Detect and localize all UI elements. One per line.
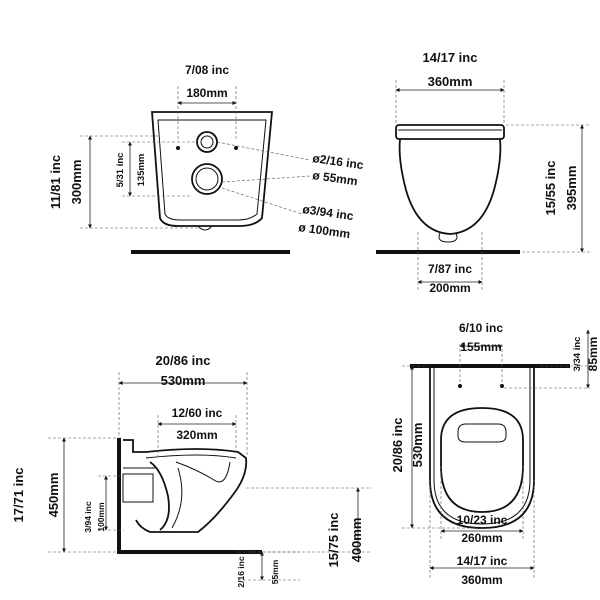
front-seat-rim: [395, 124, 505, 140]
rear-inner-outline: [157, 119, 267, 221]
side-section-view: 20/86 inc 530mm 12/60 inc 320mm 17/71 in…: [11, 353, 372, 588]
front-height-inc-label: 15/55 inc: [543, 161, 558, 216]
rear-outline: [151, 111, 273, 227]
inner-inc-label: 5/31 inc: [115, 153, 126, 188]
side-height-mm-label: 450mm: [46, 473, 61, 518]
plan-width-inc-label: 14/17 inc: [457, 554, 508, 568]
front-view: 14/17 inc 360mm 15/55 inc 395mm 7/87 inc…: [376, 50, 590, 295]
plan-hinge: [457, 423, 507, 443]
water-inlet-hole-inner: [200, 135, 214, 149]
bolt-hole-right: [234, 146, 238, 150]
waste-outlet-hole-inner: [195, 167, 219, 191]
plan-bolt-left: [458, 384, 462, 388]
side-floor-mm-label: 400mm: [349, 518, 364, 563]
rear-view: 7/08 inc 180mm 11/81 inc 300mm 5/31 inc …: [48, 63, 365, 254]
width-mm-label: 180mm: [186, 86, 227, 100]
inner-mm-label: 135mm: [136, 154, 147, 187]
front-base-inc-label: 7/87 inc: [428, 262, 472, 276]
water-inlet-hole: [196, 131, 218, 153]
front-bowl-outline: [398, 138, 502, 235]
side-bowl-trap: [149, 461, 170, 531]
bolt-hole-left: [176, 146, 180, 150]
plan-seat-mm-label: 260mm: [461, 531, 502, 545]
front-outlet: [438, 232, 458, 243]
side-offset-inc-label: 2/16 inc: [236, 556, 246, 587]
front-height-mm-label: 395mm: [564, 166, 579, 211]
side-outlet-mm-label: 100mm: [96, 502, 106, 532]
width-inc-label: 7/08 inc: [185, 63, 229, 77]
side-length-mm-label: 530mm: [161, 373, 206, 388]
plan-width-mm-label: 360mm: [461, 573, 502, 587]
small-hole-mm-label: ø 55mm: [312, 168, 359, 188]
side-length-inc-label: 20/86 inc: [156, 353, 211, 368]
side-offset-mm-label: 55mm: [270, 559, 280, 584]
plan-bolt-right: [500, 384, 504, 388]
plan-length-mm-label: 530mm: [410, 423, 425, 468]
front-base-mm-label: 200mm: [429, 281, 470, 295]
side-outlet-inc-label: 3/94 inc: [83, 501, 93, 532]
plan-top-inc-label: 3/34 inc: [572, 337, 583, 372]
front-width-inc-label: 14/17 inc: [423, 50, 478, 65]
plan-bolt-mm-label: 155mm: [460, 340, 501, 354]
large-hole-inc-label: ø3/94 inc: [302, 202, 355, 223]
side-body-outline: [123, 439, 248, 533]
plan-outer-outline: [429, 368, 535, 529]
large-hole-mm-label: ø 100mm: [298, 220, 351, 241]
plan-seat-inc-label: 10/23 inc: [457, 513, 508, 527]
top-plan-view: 6/10 inc 155mm 3/34 inc 85mm 20/86 inc 5…: [390, 321, 600, 587]
side-bowl-inc-label: 12/60 inc: [172, 406, 223, 420]
front-width-mm-label: 360mm: [428, 74, 473, 89]
rear-outlet: [197, 225, 213, 231]
side-floor-inc-label: 15/75 inc: [326, 513, 341, 568]
plan-length-inc-label: 20/86 inc: [390, 418, 405, 473]
waste-outlet-hole: [191, 163, 223, 195]
side-outlet-pipe: [122, 473, 154, 503]
side-height-inc-label: 17/71 inc: [11, 468, 26, 523]
side-bowl-mm-label: 320mm: [176, 428, 217, 442]
plan-bolt-inc-label: 6/10 inc: [459, 321, 503, 335]
height-inc-label: 11/81 inc: [48, 155, 63, 209]
plan-top-mm-label: 85mm: [586, 337, 600, 372]
height-mm-label: 300mm: [69, 160, 84, 205]
